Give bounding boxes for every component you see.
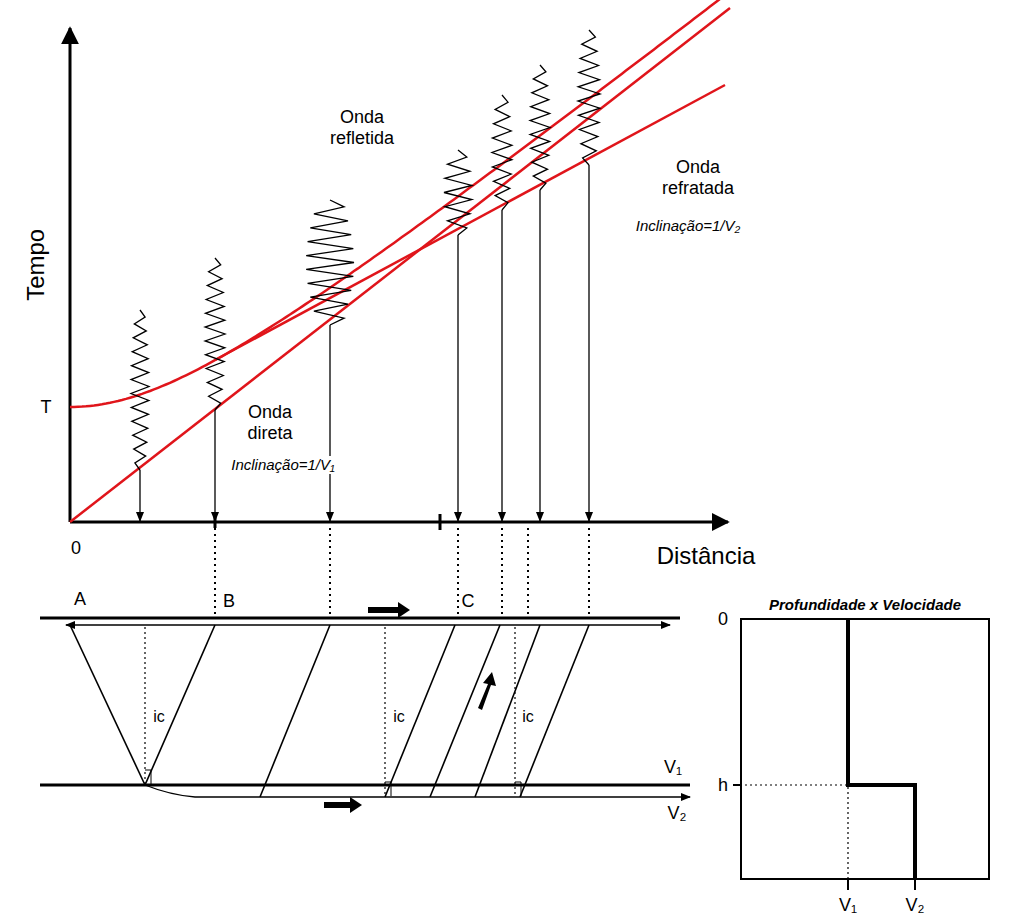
arrival-arrow [139, 470, 140, 521]
angle-label: ic [520, 708, 536, 726]
arrival-arrow [214, 410, 215, 521]
layer-velocity: V₂ [666, 803, 689, 824]
depth-tick: 0 [716, 609, 730, 630]
projection-lines [215, 528, 589, 616]
point-label: B [221, 591, 237, 612]
layer-velocity: V₁ [662, 757, 684, 778]
seismic-traces [131, 30, 600, 521]
travel-time-curves [70, 0, 730, 522]
axis-tick: T [39, 397, 54, 418]
point-label: C [460, 591, 477, 612]
velocity-profile [733, 619, 915, 890]
trace-wiggle [306, 200, 354, 325]
wave-label: Onda refratada [636, 157, 760, 198]
trace-wiggle [205, 258, 225, 410]
wave-label: Onda direta [233, 402, 307, 443]
trace-wiggle [492, 95, 512, 210]
depth-tick: h [716, 775, 730, 796]
arrival-arrow [588, 165, 589, 521]
arrival-arrow [329, 325, 330, 521]
trace-wiggle [444, 150, 472, 235]
slope-label: Inclinação=1/V₂ [634, 217, 743, 234]
trace-wiggle [530, 65, 550, 190]
angle-label: ic [391, 708, 407, 726]
trace-wiggle [578, 30, 600, 165]
profile-box: Profundidade x Velocidade [740, 618, 990, 880]
velocity-tick: V₂ [904, 895, 927, 916]
arrival-arrow [539, 190, 540, 521]
wave-label: Onda refletida [305, 107, 419, 148]
axes [70, 28, 728, 530]
axis-tick: 0 [69, 538, 83, 559]
direction-arrows [324, 602, 496, 813]
layer-model [40, 618, 690, 797]
point-label: A [72, 589, 88, 610]
velocity-tick: V₁ [837, 895, 859, 916]
box-title: Profundidade x Velocidade [742, 596, 988, 613]
axis-title: Tempo [22, 227, 50, 303]
trace-wiggle [131, 310, 149, 470]
axis-title: Distância [655, 542, 758, 570]
arrival-arrow [457, 235, 458, 521]
arrival-arrow [501, 210, 502, 521]
angle-label: ic [151, 708, 167, 726]
slope-label: Inclinação=1/V₁ [229, 456, 337, 473]
